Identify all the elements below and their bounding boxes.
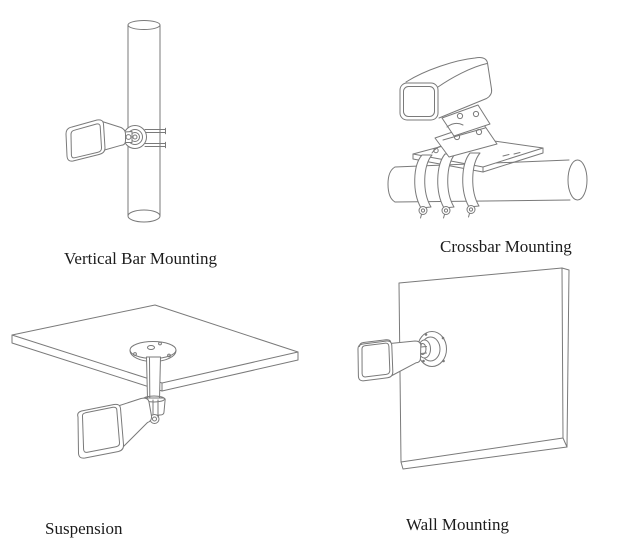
suspension-mounting-illustration [11, 304, 299, 459]
figure-caption-suspension: Suspension [45, 519, 123, 538]
figure-caption-crossbar-mounting: Crossbar Mounting [440, 237, 572, 256]
figure-caption-vertical-bar-mounting: Vertical Bar Mounting [64, 249, 217, 268]
figure-caption-wall-mounting: Wall Mounting [406, 515, 509, 534]
wall-mounting-illustration [357, 267, 570, 470]
vertical-bar-mounting-illustration [65, 20, 166, 223]
crossbar-mounting-illustration [387, 57, 588, 219]
